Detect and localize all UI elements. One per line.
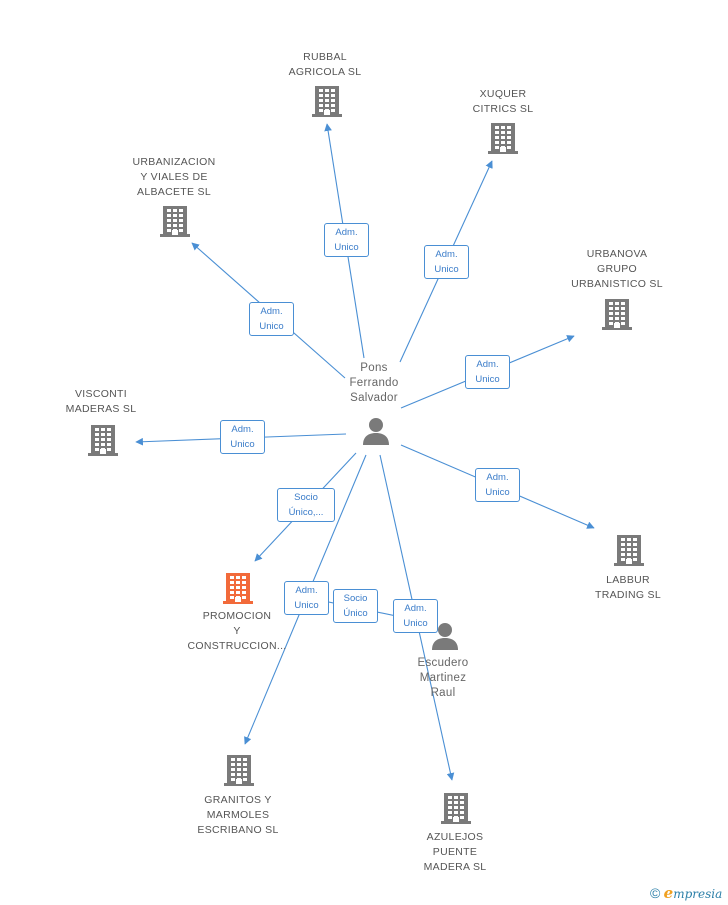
node-label-xuquer[interactable]: XUQUER CITRICS SL [473,87,534,117]
edge-label-line: Adm. [476,359,499,370]
node-label-line: ESCRIBANO SL [197,824,279,836]
node-label-line: PROMOCION [202,610,272,622]
node-label-line: URBANISTICO SL [571,278,663,290]
building-icon[interactable] [613,533,645,572]
node-label-line: LABBUR [606,574,650,586]
node-label-line: AZULEJOS [426,831,484,843]
node-label-line: URBANOVA [586,248,648,260]
node-label-line: MARMOLES [206,809,270,821]
node-label-line: Y [233,625,241,637]
person-icon[interactable] [361,416,391,451]
node-label-line: URBANIZACION [132,156,216,168]
edge-label-line: Unico [294,600,319,611]
node-label-line: Raul [430,687,456,699]
building-icon[interactable] [159,204,191,243]
node-label-rubbal[interactable]: RUBBAL AGRICOLA SL [289,50,362,80]
node-label-promocion[interactable]: PROMOCION Y CONSTRUCCION... [188,609,287,654]
edge-label-line: Adm. [231,424,254,435]
node-label-line: VISCONTI [75,388,127,400]
edge-label-line: Socio [343,593,368,604]
edge-label-line: Adm. [486,472,509,483]
edge-label[interactable]: Adm. Unico [284,581,329,615]
node-label-line: RUBBAL [303,51,347,63]
edge-label-line: Adm. [335,227,358,238]
person-icon[interactable] [430,621,460,656]
edge-label-line: Unico [230,439,255,450]
node-label-line: CONSTRUCCION... [187,640,287,652]
node-label-granitos[interactable]: GRANITOS Y MARMOLES ESCRIBANO SL [197,793,278,838]
node-label-line: Ferrando [349,377,399,389]
edge-label-line: Unico [475,374,500,385]
node-label-line: AGRICOLA SL [288,66,362,78]
copyright-icon: © [650,885,661,901]
building-icon[interactable] [223,753,255,792]
node-label-line: XUQUER [479,88,527,100]
edge-label-line: Unico [434,264,459,275]
edge-label-line: Unico [334,242,359,253]
edge-label-line: Unico [259,321,284,332]
node-label-line: Escudero [417,657,469,669]
edge-label[interactable]: Adm. Unico [465,355,510,389]
building-icon[interactable] [440,791,472,830]
edge-label[interactable]: Adm. Unico [393,599,438,633]
node-label-urbanova[interactable]: URBANOVA GRUPO URBANISTICO SL [571,247,663,292]
node-label-azulejos[interactable]: AZULEJOS PUENTE MADERA SL [424,830,487,875]
building-icon[interactable] [601,297,633,336]
edge-label-line: Unico [485,487,510,498]
building-icon[interactable] [487,121,519,160]
node-label-line: CITRICS SL [472,103,534,115]
node-label-line: TRADING SL [594,589,662,601]
empresia-logo[interactable]: © empresia [650,884,723,902]
building-icon[interactable] [87,423,119,462]
building-icon[interactable] [311,84,343,123]
edge-label[interactable]: Adm. Unico [249,302,294,336]
node-label-line: Salvador [350,392,398,404]
node-label-line: MADERA SL [423,861,487,873]
edge-label-line: Adm. [435,249,458,260]
node-label-line: ALBACETE SL [137,186,211,198]
edge-label-line: Adm. [404,603,427,614]
edge-label-line: Único,... [288,507,324,518]
edge-label[interactable]: Adm. Unico [220,420,265,454]
node-label-line: Martinez [419,672,467,684]
edge-label[interactable]: Adm. Unico [475,468,520,502]
edge-label-line: Unico [403,618,428,629]
node-label-line: GRANITOS Y [204,794,272,806]
edge-label-line: Socio [294,492,318,503]
node-label-line: Pons [360,362,388,374]
edge-label-line: Único [343,608,368,619]
node-label-line: MADERAS SL [65,403,137,415]
edge-label-line: Adm. [260,306,283,317]
node-label-line: PUENTE [432,846,478,858]
edge-label[interactable]: Adm. Unico [424,245,469,279]
node-label-line: GRUPO [596,263,637,275]
node-label-urbanizacion[interactable]: URBANIZACION Y VIALES DE ALBACETE SL [133,155,216,200]
node-label-visconti[interactable]: VISCONTI MADERAS SL [66,387,137,417]
building-icon[interactable] [222,571,254,610]
edge-label[interactable]: Adm. Unico [324,223,369,257]
node-label-labbur[interactable]: LABBUR TRADING SL [595,573,661,603]
edge-label-line: Adm. [295,585,318,596]
node-label-line: Y VIALES DE [140,171,208,183]
